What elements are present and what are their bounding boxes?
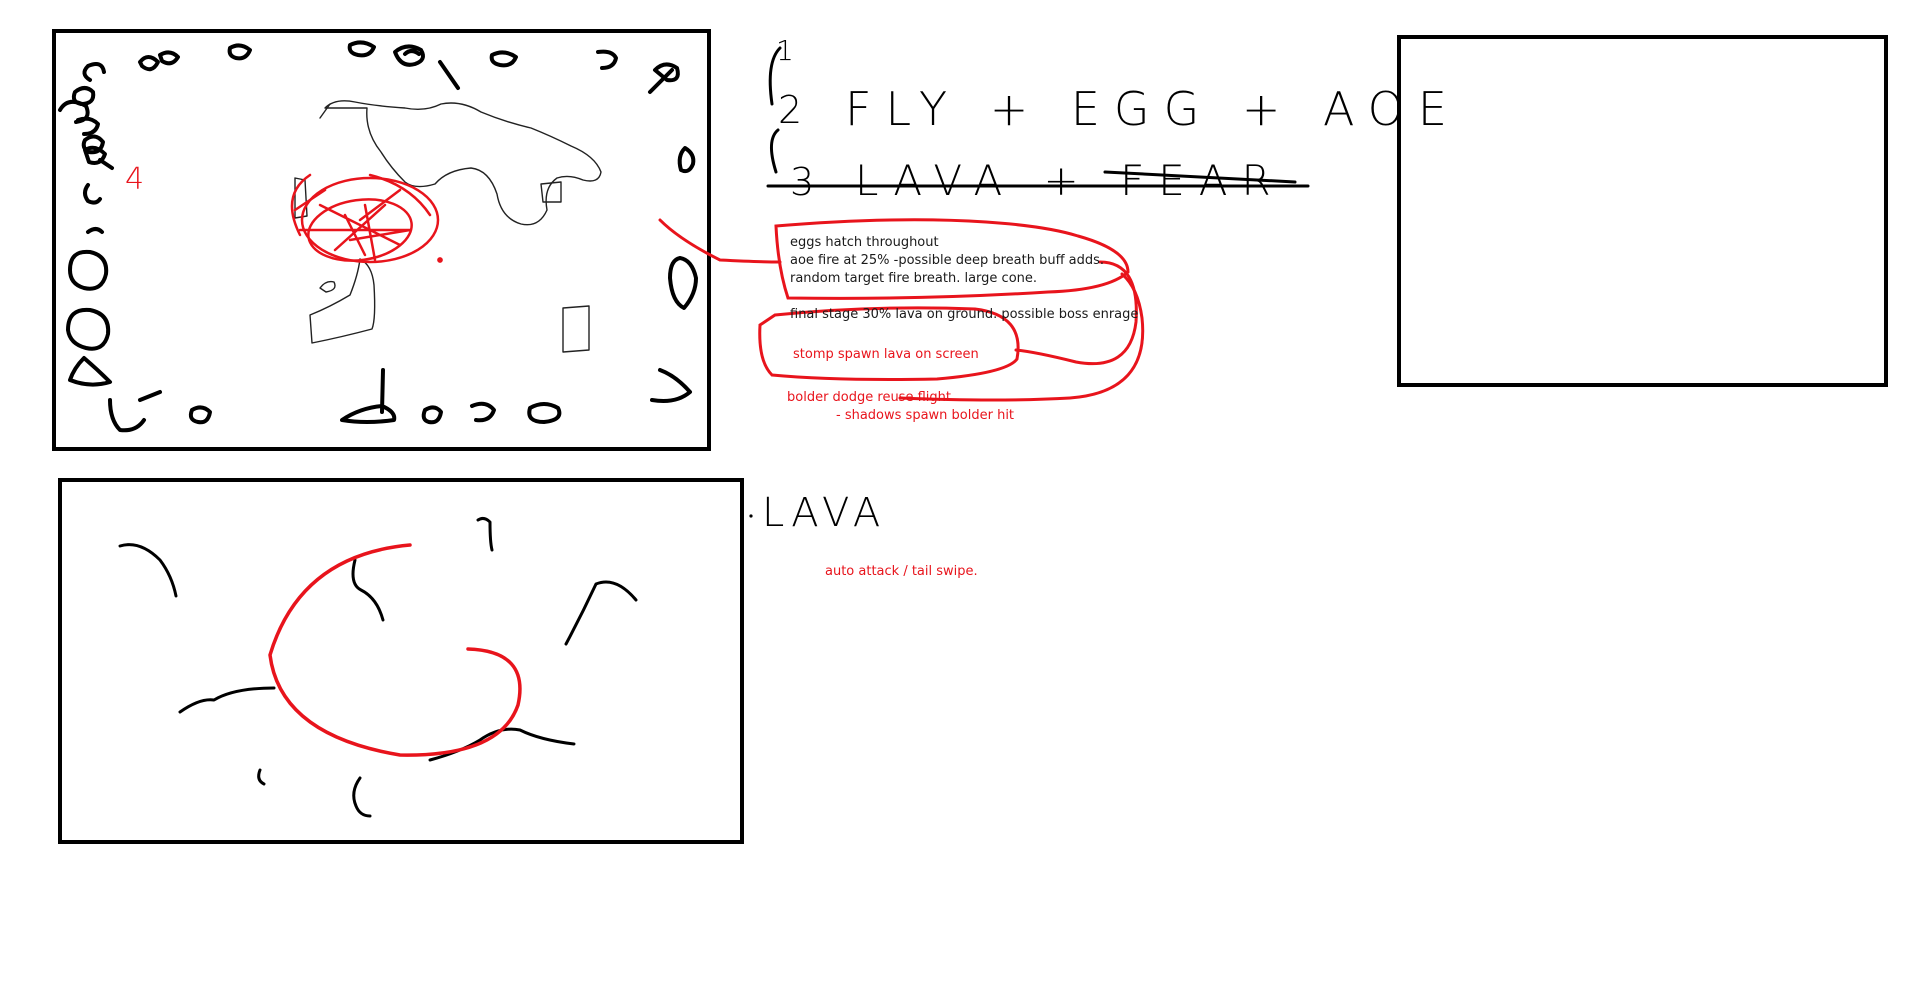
arena-frame-lava — [58, 478, 744, 844]
phase-2-title: FLY + EGG + AOE — [845, 82, 1461, 136]
note-fire-breath: random target fire breath. large cone. — [790, 271, 1038, 286]
note-bolder-dodge: bolder dodge reuse flight — [787, 390, 951, 405]
lava-label: LAVA — [762, 490, 887, 536]
empty-frame-right — [1397, 35, 1888, 387]
lava-note-auto-attack: auto attack / tail swipe. — [825, 564, 978, 579]
phase-3-number: 3 — [790, 160, 829, 204]
fire-aoe-scribble — [290, 173, 443, 264]
arena-red-marker: 4 — [125, 162, 145, 197]
note-aoe-fire: aoe fire at 25% -possible deep breath bu… — [790, 253, 1105, 268]
lava-label-dot — [749, 514, 753, 518]
phase-2-number: 2 — [778, 88, 817, 132]
note-shadows-spawn: - shadows spawn bolder hit — [836, 408, 1015, 423]
note-eggs-hatch: eggs hatch throughout — [790, 235, 939, 250]
lava-ring — [268, 543, 522, 757]
arena-rocks — [58, 40, 698, 433]
phase-3-title: LAVA + FEAR — [855, 156, 1285, 205]
phase-strokes — [766, 46, 1310, 188]
note-stomp-lava: stomp spawn lava on screen — [793, 347, 979, 362]
note-highlights — [658, 218, 1145, 402]
arena-frame-phase — [52, 29, 711, 451]
note-final-stage: final stage 30% lava on ground. possible… — [790, 307, 1139, 322]
lava-cracks — [118, 516, 638, 818]
boss-outline — [294, 100, 602, 353]
phase-1-number: 1 — [776, 34, 808, 67]
